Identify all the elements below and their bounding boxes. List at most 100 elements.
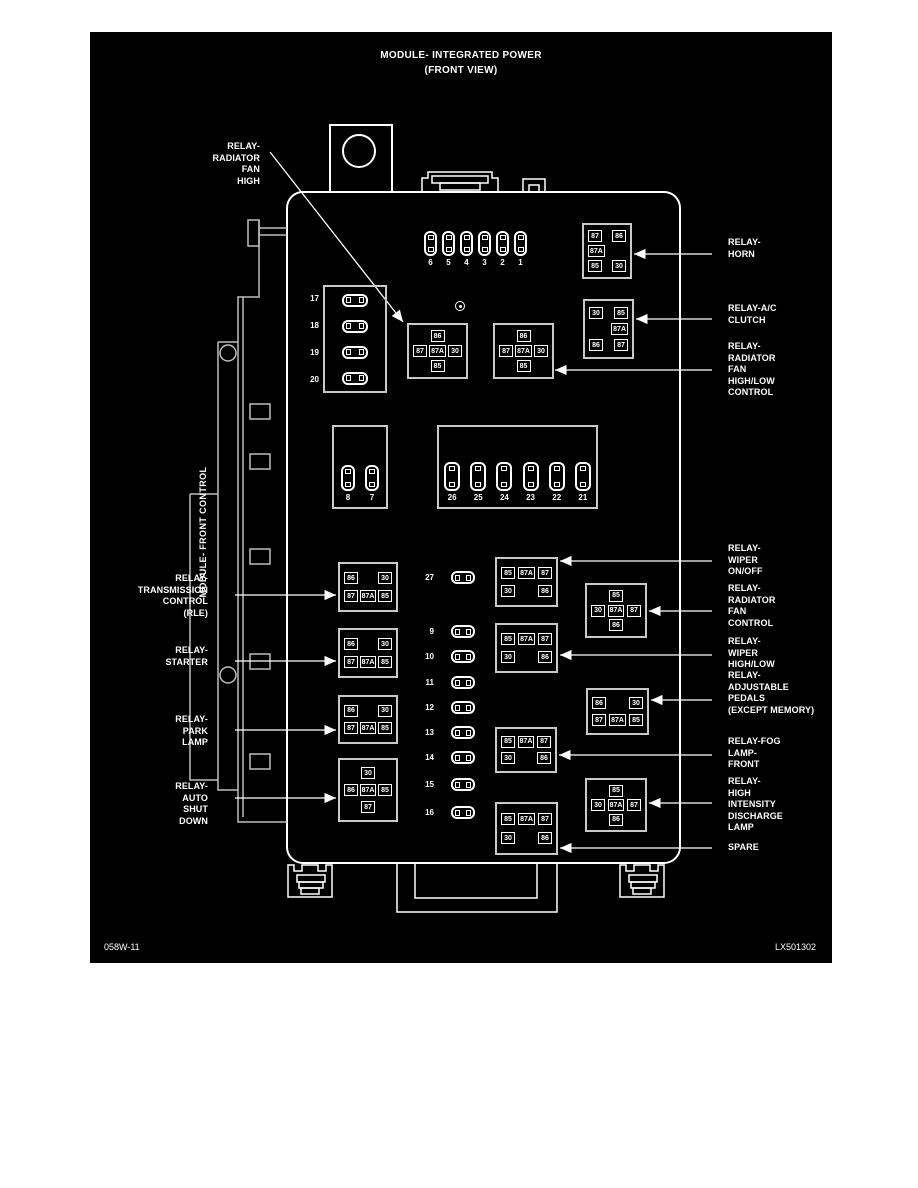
fuse: 14 xyxy=(412,751,475,764)
fuse-number: 14 xyxy=(425,753,434,762)
relay-pin: 87 xyxy=(537,735,551,748)
relay-pin: 87 xyxy=(538,567,552,579)
label-line: INTENSITY xyxy=(728,799,776,809)
label-line: FRONT xyxy=(728,759,760,769)
relay-pin: 30 xyxy=(612,260,626,272)
label-relay-ac-clutch: RELAY-A/C CLUTCH xyxy=(728,303,830,326)
fuse: 24 xyxy=(496,462,513,502)
label-line: RELAY-A/C xyxy=(728,303,777,313)
label-line: RELAY- xyxy=(175,645,208,655)
label-line: FAN xyxy=(241,164,260,174)
fuse xyxy=(342,293,368,307)
figure-code-left: 058W-11 xyxy=(104,942,140,952)
relay-pin: 85 xyxy=(588,260,602,272)
fuse-number: 16 xyxy=(425,808,434,817)
relay-pin: 87 xyxy=(627,604,641,617)
relay-pin: 87A xyxy=(517,735,535,748)
relay-pin: 30 xyxy=(589,307,603,319)
label-line: RADIATOR xyxy=(728,352,776,363)
fuse-number: 17 xyxy=(310,294,319,303)
label-line: RELAY- xyxy=(728,237,761,247)
fuse-box-26-21: 26 25 24 23 22 21 xyxy=(437,425,598,509)
relay-pin: 30 xyxy=(591,799,605,811)
label-relay-adjustable-pedals: RELAY- ADJUSTABLE PEDALS (EXCEPT MEMORY) xyxy=(728,670,832,716)
relay-pin: 30 xyxy=(534,345,548,357)
label-relay-horn: RELAY- HORN xyxy=(728,237,830,260)
relay-pin: 87A xyxy=(518,813,535,825)
fuse xyxy=(342,371,368,385)
relay-pin: 85 xyxy=(614,307,628,319)
label-line: ADJUSTABLE xyxy=(728,681,789,692)
label-relay-hid-lamp: RELAY- HIGH INTENSITY DISCHARGE LAMP xyxy=(728,776,830,834)
label-line: DOWN xyxy=(179,815,208,826)
relay-pin: 87 xyxy=(361,801,375,813)
label-line: RELAY- xyxy=(728,341,761,351)
relay-pin: 87A xyxy=(359,784,377,796)
label-line: RELAY- xyxy=(175,781,208,791)
relay-pin: 86 xyxy=(538,832,552,844)
label-relay-transmission-control: RELAY- TRANSMISSION CONTROL (RLE) xyxy=(90,573,208,619)
label-line: RELAY- xyxy=(728,636,761,646)
relay-pin: 87A xyxy=(607,604,625,617)
fuse-box-8-7: 8 7 xyxy=(332,425,388,509)
label-relay-wiper-high-low: RELAY- WIPER HIGH/LOW xyxy=(728,636,830,671)
fuse-number: 13 xyxy=(425,728,434,737)
relay-pin: 30 xyxy=(378,704,392,717)
label-line: RELAY- xyxy=(728,670,761,680)
relay-pin: 87A xyxy=(359,590,377,602)
relay-pin: 87 xyxy=(627,799,641,811)
fuse-number: 9 xyxy=(429,627,434,636)
relay-pin: 86 xyxy=(430,330,445,342)
label-line: CONTROL xyxy=(728,617,774,628)
relay-pin: 30 xyxy=(501,752,515,765)
label-line: RELAY- xyxy=(227,141,260,151)
fuse-number: 1 xyxy=(518,258,523,267)
label-relay-starter: RELAY- STARTER xyxy=(90,645,208,668)
module-outline xyxy=(286,124,681,864)
label-line: RELAY- xyxy=(728,543,761,553)
title-line: MODULE- INTEGRATED POWER xyxy=(380,50,542,61)
label-relay-park-lamp: RELAY- PARK LAMP xyxy=(90,714,208,749)
label-line: (RLE) xyxy=(183,607,208,618)
label-line: HIGH xyxy=(728,787,751,798)
fuse: 4 xyxy=(460,231,473,267)
relay-pin: 86 xyxy=(344,572,358,584)
relay-pin: 87 xyxy=(614,339,628,351)
relay-pin: 87A xyxy=(429,345,446,357)
relay-pin: 86 xyxy=(609,619,623,632)
label-line: PEDALS xyxy=(728,693,766,703)
label-relay-radiator-fan-control: RELAY- RADIATOR FAN CONTROL xyxy=(728,583,830,629)
fuse: 26 xyxy=(444,462,461,502)
fuse-number: 27 xyxy=(425,573,434,582)
label-line: DISCHARGE xyxy=(728,810,783,821)
label-line: SHUT xyxy=(183,804,208,814)
fuse: 2 xyxy=(496,231,509,267)
diagram-board: MODULE- INTEGRATED POWER (FRONT VIEW) MO… xyxy=(90,32,832,963)
relay-pin: 86 xyxy=(344,638,358,650)
relay-pin: 87A xyxy=(609,714,626,726)
fuse-number: 18 xyxy=(310,321,319,330)
fuse-number: 15 xyxy=(425,780,434,789)
label-line: HORN xyxy=(728,248,755,259)
relay-pin: 30 xyxy=(629,697,643,709)
fuse: 1 xyxy=(514,231,527,267)
relay-pin: 85 xyxy=(629,714,643,726)
label-line: CONTROL xyxy=(162,596,208,606)
fuse-number: 19 xyxy=(310,348,319,357)
label-line: ON/OFF xyxy=(728,566,763,576)
label-spare: SPARE xyxy=(728,842,830,854)
relay-pin: 87 xyxy=(592,714,606,726)
fuse-number: 7 xyxy=(369,493,375,502)
relay-pin: 87 xyxy=(344,722,358,735)
fuse-number: 25 xyxy=(473,493,483,502)
relay-pin: 85 xyxy=(501,633,515,645)
fuse: 15 xyxy=(412,778,475,791)
label-line: FAN xyxy=(728,606,747,616)
label-line: HIGH/LOW xyxy=(728,375,775,386)
